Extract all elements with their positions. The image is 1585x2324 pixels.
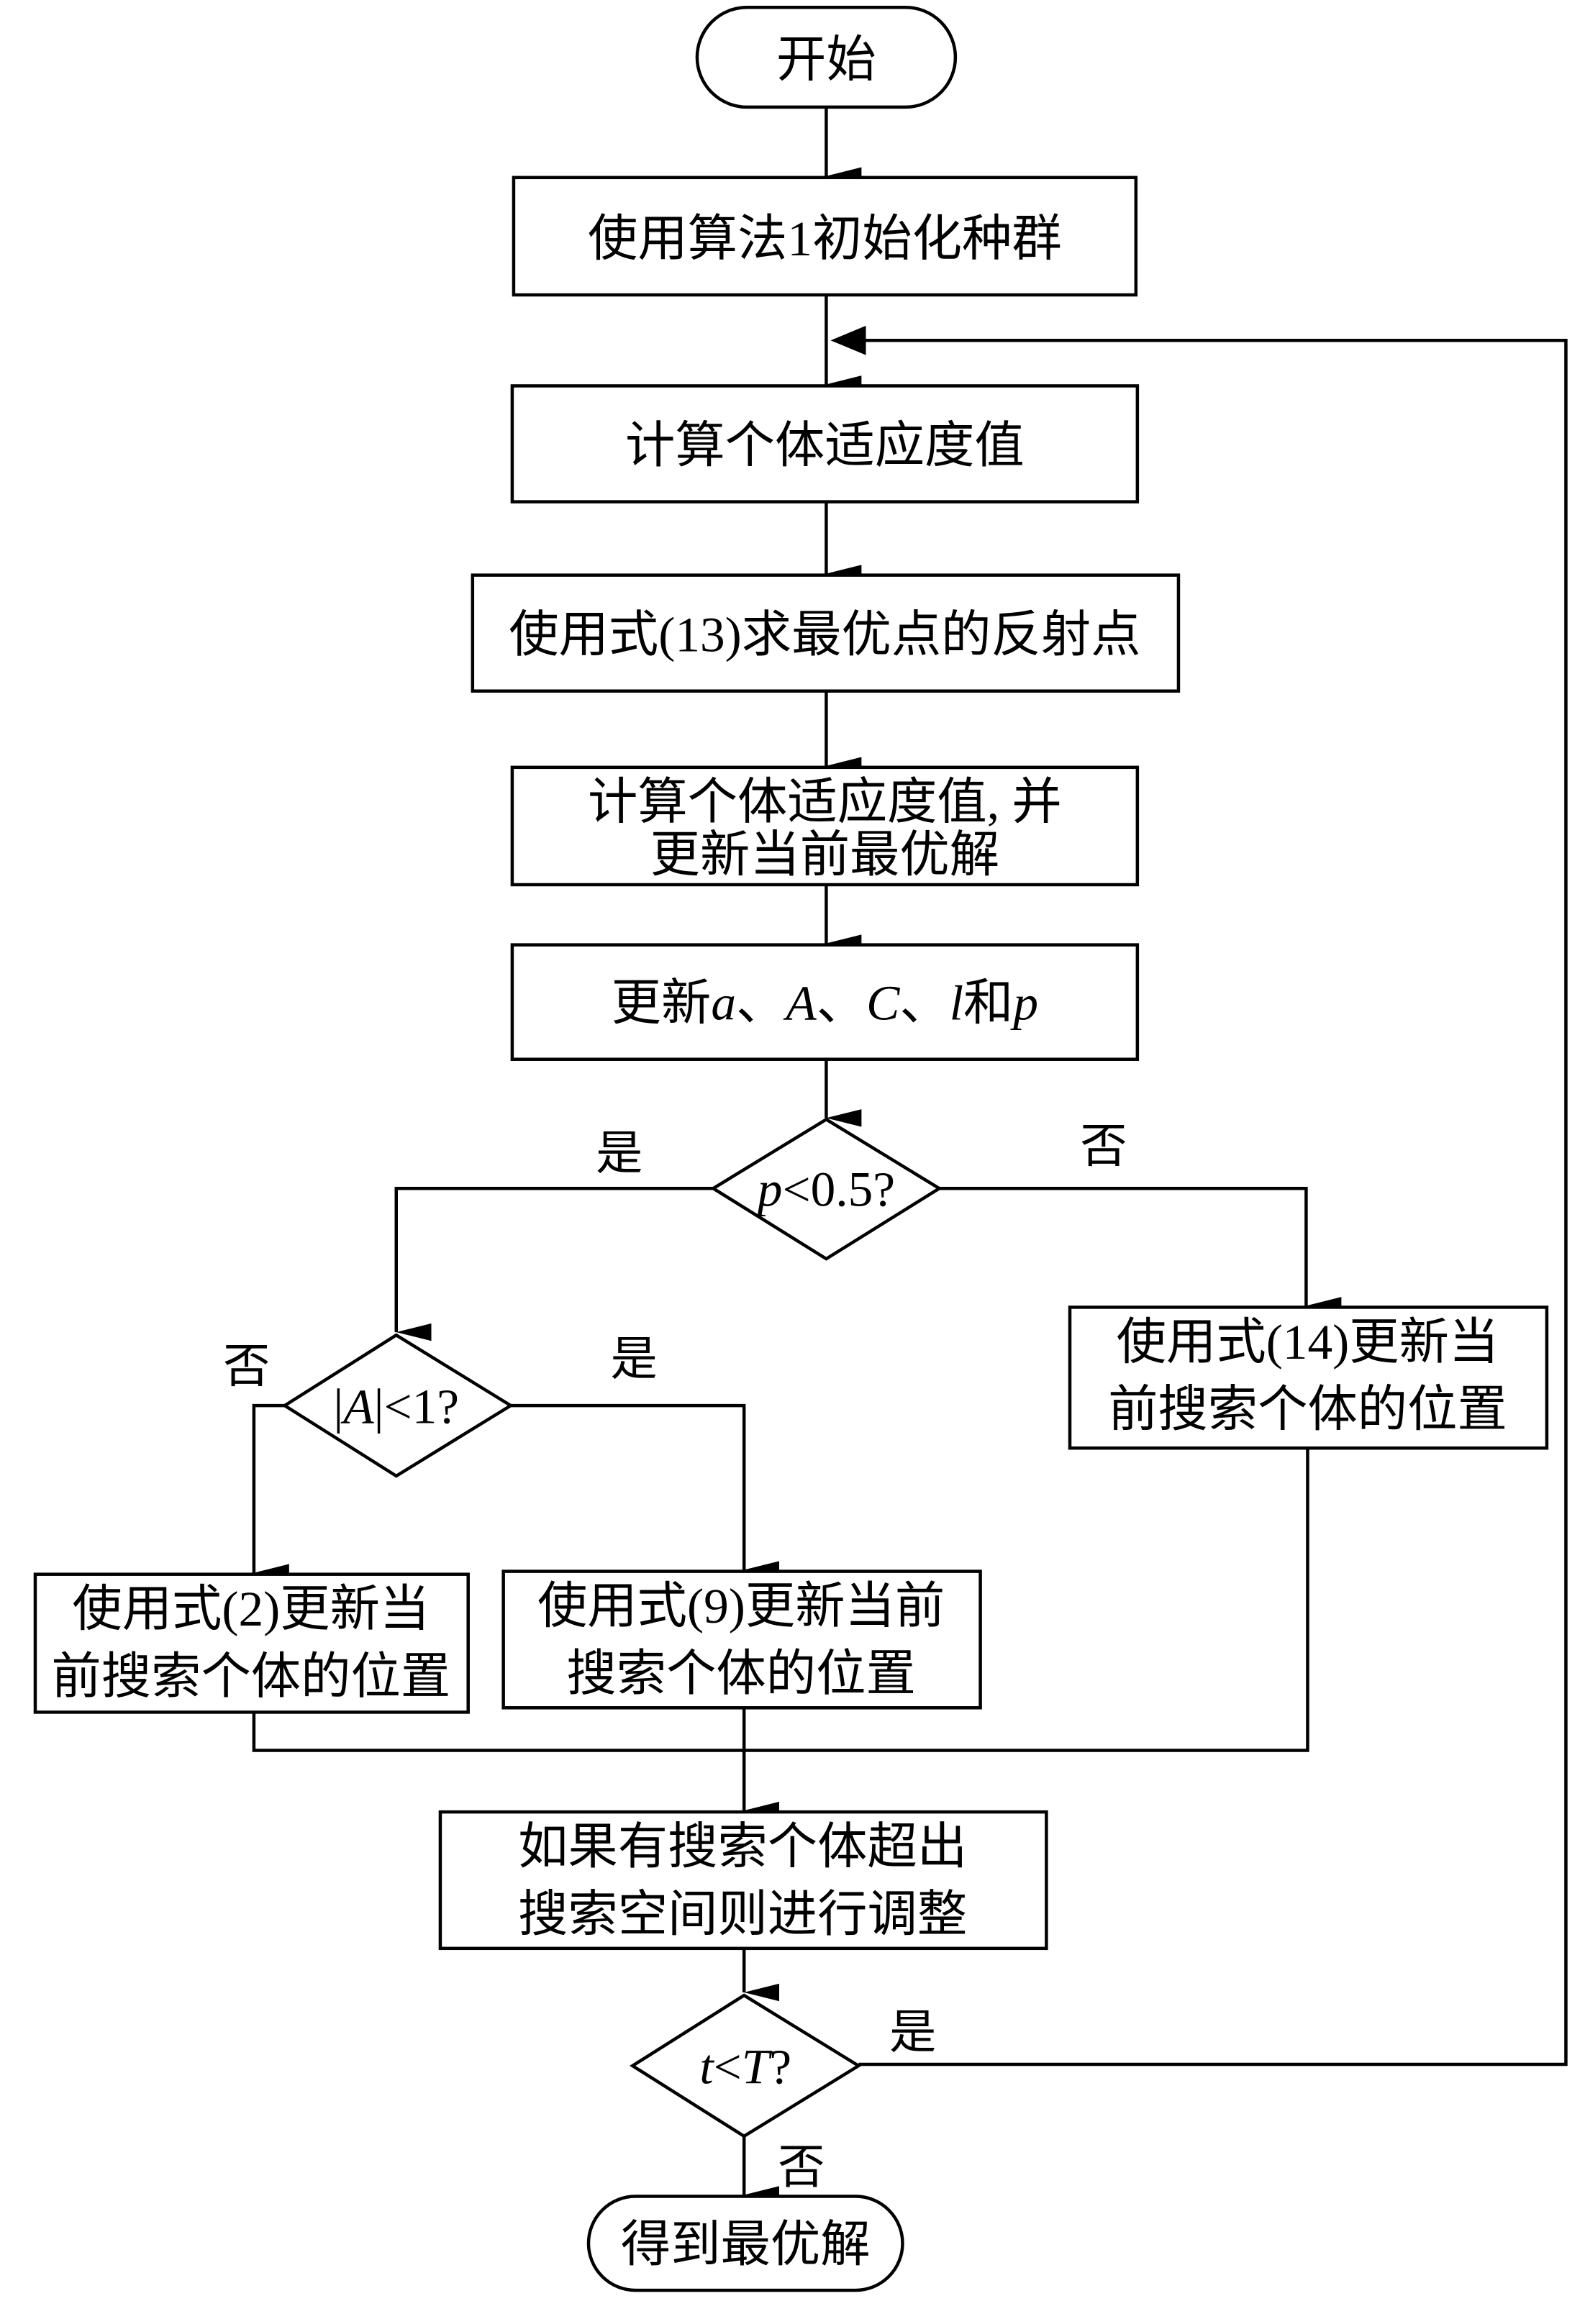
start-terminal: 开始 (695, 5, 958, 109)
eq2-update-box: 使用式(2)更新当 前搜索个体的位置 (33, 1572, 470, 1714)
t-yes-label: 是 (889, 2008, 936, 2059)
adjust-line1: 如果有搜索个体超出 (518, 1820, 967, 1875)
t-decision-diamond: t<T? (629, 1993, 862, 2138)
init-population-box: 使用算法1初始化种群 (512, 176, 1138, 297)
A-no-label: 否 (223, 1341, 270, 1393)
eq14-line2: 前搜索个体的位置 (1108, 1382, 1507, 1438)
update-params-label: 更新a、A、C、l和p (612, 976, 1038, 1031)
fitness-update-line1: 计算个体适应度值, 并 (588, 775, 1062, 830)
A-decision-label: |A|<1? (333, 1380, 459, 1435)
arrow-A-yes-to-eq9 (510, 1403, 780, 1579)
end-terminal: 得到最优解 (586, 2195, 904, 2292)
A-decision-diamond: |A|<1? (281, 1333, 514, 1478)
A-yes-label: 是 (611, 1334, 658, 1385)
fitness-update-line2: 更新当前最优解 (650, 828, 999, 883)
eq9-line2: 搜索个体的位置 (566, 1646, 915, 1702)
p-no-label: 否 (1080, 1121, 1127, 1172)
arrow-A-no-to-eq2 (252, 1403, 289, 1582)
fitness-box: 计算个体适应度值 (510, 384, 1140, 503)
eq2-line2: 前搜索个体的位置 (51, 1649, 450, 1705)
arrow-p-yes-to-A-decision (394, 1186, 714, 1341)
reflection-point-box: 使用式(13)求最优点的反射点 (471, 573, 1181, 693)
eq9-line1: 使用式(9)更新当前 (537, 1579, 945, 1634)
boundary-adjust-box: 如果有搜索个体超出 搜索空间则进行调整 (438, 1810, 1048, 1951)
t-no-label: 否 (778, 2142, 825, 2194)
eq14-update-box: 使用式(14)更新当 前搜索个体的位置 (1068, 1305, 1549, 1450)
adjust-line2: 搜索空间则进行调整 (518, 1887, 967, 1942)
eq2-line1: 使用式(2)更新当 (72, 1582, 430, 1637)
merge-line (252, 1448, 1309, 1752)
eq14-line1: 使用式(14)更新当 (1117, 1315, 1499, 1370)
arrow-p-no-to-eq14 (939, 1186, 1342, 1315)
init-population-label: 使用算法1初始化种群 (588, 211, 1062, 267)
end-label: 得到最优解 (621, 2217, 871, 2272)
fitness-label: 计算个体适应度值 (625, 419, 1025, 474)
loop-back-arrowhead (830, 325, 866, 355)
p-decision-diamond: p<0.5? (710, 1117, 943, 1261)
p-decision-label: p<0.5? (754, 1162, 895, 1218)
fitness-update-box: 计算个体适应度值, 并 更新当前最优解 (510, 765, 1140, 887)
update-params-box: 更新a、A、C、l和p (510, 943, 1140, 1061)
p-yes-label: 是 (596, 1129, 642, 1180)
loop-back-line (858, 338, 1568, 2066)
eq9-update-box: 使用式(9)更新当前 搜索个体的位置 (501, 1569, 982, 1710)
t-decision-label: t<T? (699, 2039, 791, 2095)
start-label: 开始 (776, 32, 876, 88)
reflection-point-label: 使用式(13)求最优点的反射点 (509, 608, 1140, 663)
